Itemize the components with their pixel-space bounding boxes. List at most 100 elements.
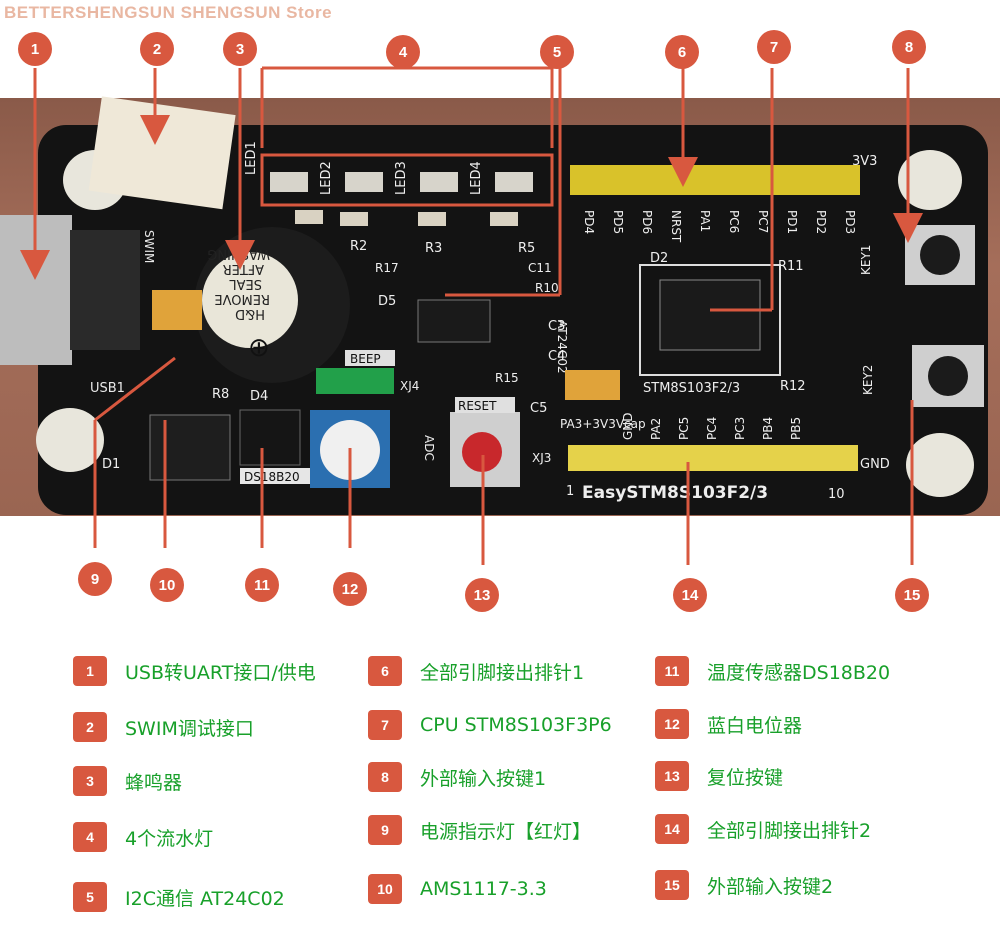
marker-4: 4	[386, 35, 420, 69]
marker-6: 6	[665, 35, 699, 69]
legend-item-14: 14 全部引脚接出排针2	[655, 812, 871, 846]
svg-text:R17: R17	[375, 261, 399, 275]
svg-text:R5: R5	[518, 241, 535, 256]
legend-item-4: 4 4个流水灯	[73, 820, 213, 854]
legend-item-2: 2 SWIM调试接口	[73, 710, 254, 744]
legend-item-11: 11 温度传感器DS18B20	[655, 654, 890, 688]
marker-7: 7	[757, 30, 791, 64]
legend-item-7: 7 CPU STM8S103F3P6	[368, 708, 612, 742]
svg-text:XJ3: XJ3	[532, 451, 551, 465]
svg-text:C11: C11	[528, 261, 552, 275]
svg-text:KEY1: KEY1	[859, 245, 873, 275]
svg-text:1: 1	[566, 484, 574, 499]
svg-text:R2: R2	[350, 239, 367, 254]
svg-text:STM8S103F2/3: STM8S103F2/3	[643, 381, 740, 396]
svg-text:R10: R10	[535, 281, 559, 295]
header-bottom-pin-label: PC3	[733, 417, 747, 440]
legend-item-15: 15 外部输入按键2	[655, 868, 833, 902]
marker-13: 13	[465, 578, 499, 612]
svg-text:EasySTM8S103F2/3: EasySTM8S103F2/3	[582, 483, 768, 503]
header-top-pin-label: PD3	[843, 210, 857, 234]
svg-text:D4: D4	[250, 389, 268, 404]
header-top	[570, 165, 860, 195]
header-bottom-pin-label: PB5	[789, 417, 803, 440]
header-top-pin-label: PD6	[640, 210, 654, 234]
swim-connector	[88, 96, 236, 210]
svg-text:C3: C3	[548, 319, 565, 334]
legend-item-1: 1 USB转UART接口/供电	[73, 654, 316, 688]
marker-15: 15	[895, 578, 929, 612]
header-top-pin-label: PC6	[727, 210, 741, 233]
svg-text:AFTER: AFTER	[223, 261, 264, 276]
temperature-sensor	[239, 409, 301, 466]
marker-10: 10	[150, 568, 184, 602]
swim-label: SWIM	[142, 230, 156, 263]
usb-label: USB1	[90, 381, 125, 396]
svg-text:GND: GND	[860, 457, 890, 472]
standoff	[36, 408, 104, 472]
svg-text:REMOVE: REMOVE	[214, 291, 270, 306]
svg-text:LED2: LED2	[319, 161, 334, 195]
legend-item-3: 3 蜂鸣器	[73, 764, 182, 798]
header-bottom-pin-label: PC4	[705, 417, 719, 440]
svg-text:R15: R15	[495, 371, 519, 385]
store-watermark: BETTERSHENGSUN SHENGSUN Store	[4, 3, 333, 22]
header-top-pin-label: PD2	[814, 210, 828, 234]
legend-item-12: 12 蓝白电位器	[655, 707, 802, 741]
svg-text:R12: R12	[780, 379, 806, 394]
marker-14: 14	[673, 578, 707, 612]
header-top-pin-label: NRST	[669, 210, 683, 243]
mcu-chip	[659, 279, 761, 351]
svg-text:R8: R8	[212, 387, 229, 402]
svg-text:ADC: ADC	[422, 435, 436, 461]
beep-jumper	[316, 368, 394, 394]
svg-text:LED3: LED3	[394, 161, 409, 195]
svg-text:C4: C4	[548, 349, 565, 364]
marker-8: 8	[892, 30, 926, 64]
led-group: LED1 LED2 LED3 LED4	[244, 141, 554, 207]
svg-text:⊕: ⊕	[248, 333, 270, 363]
svg-text:LED4: LED4	[469, 161, 484, 195]
header-top-pin-label: PA1	[698, 210, 712, 232]
marker-11: 11	[245, 568, 279, 602]
svg-text:BEEP: BEEP	[350, 352, 381, 366]
board-illustration: USB1 SWIM LED1 LED2 LED3 LED4 R2 R3 R5 ⊕…	[0, 66, 988, 565]
marker-2: 2	[140, 32, 174, 66]
svg-text:D2: D2	[650, 251, 668, 266]
svg-text:XJ4: XJ4	[400, 379, 419, 393]
regulator	[149, 414, 231, 481]
svg-text:C5: C5	[530, 401, 547, 416]
svg-text:R3: R3	[425, 241, 442, 256]
legend-item-8: 8 外部输入按键1	[368, 760, 546, 794]
marker-3: 3	[223, 32, 257, 66]
svg-text:10: 10	[828, 487, 845, 502]
header-top-pin-label: PD5	[611, 210, 625, 234]
legend-item-13: 13 复位按键	[655, 759, 783, 793]
standoff	[906, 433, 974, 497]
marker-5: 5	[540, 35, 574, 69]
eeprom-chip	[417, 299, 491, 343]
svg-text:AT24C02: AT24C02	[555, 320, 569, 374]
header-bottom-pin-label: PC5	[677, 417, 691, 440]
svg-text:KEY2: KEY2	[861, 365, 875, 395]
header-bottom-pin-label: PB4	[761, 417, 775, 440]
marker-12: 12	[333, 572, 367, 606]
svg-text:D1: D1	[102, 457, 120, 472]
svg-text:D5: D5	[378, 294, 396, 309]
svg-text:SEAL: SEAL	[229, 276, 262, 291]
svg-text:PA3+3V3Vcap: PA3+3V3Vcap	[560, 417, 646, 431]
legend-item-5: 5 I2C通信 AT24C02	[73, 880, 285, 914]
header-top-pin-label: PD4	[582, 210, 596, 234]
marker-1: 1	[18, 32, 52, 66]
svg-text:RESET: RESET	[458, 399, 497, 413]
svg-text:H&D: H&D	[235, 306, 265, 321]
header-bottom-pin-label: PA2	[649, 418, 663, 440]
marker-9: 9	[78, 562, 112, 596]
header-top-pin-label: PC7	[756, 210, 770, 233]
standoff	[898, 150, 962, 210]
legend-item-9: 9 电源指示灯【红灯】	[368, 813, 591, 847]
svg-text:3V3: 3V3	[852, 154, 877, 169]
legend-item-10: 10 AMS1117-3.3	[368, 872, 547, 906]
svg-text:DS18B20: DS18B20	[244, 470, 300, 484]
header-bottom-pin-label: GND	[621, 412, 635, 440]
